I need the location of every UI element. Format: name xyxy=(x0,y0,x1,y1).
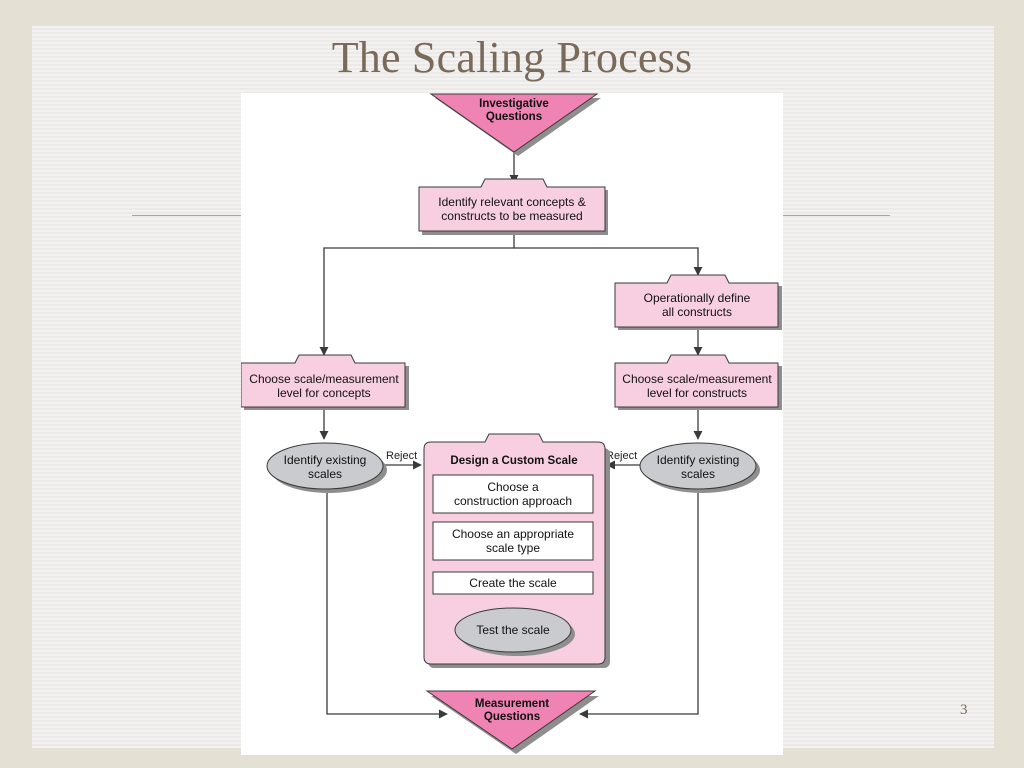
custom-scale-title: Design a Custom Scale xyxy=(450,455,577,467)
choose-scale-concepts-label-2: level for concepts xyxy=(277,386,370,400)
operationally-define-label-1: Operationally define xyxy=(644,291,751,305)
choose-scale-constructs-label-1: Choose scale/measurement xyxy=(622,372,772,386)
custom-step-3-label: Create the scale xyxy=(469,576,557,590)
arrow-to-operationally-define xyxy=(514,247,703,276)
custom-step-1-label-1: Choose a xyxy=(487,480,539,494)
slide-title: The Scaling Process xyxy=(331,33,693,82)
connectors xyxy=(319,153,703,719)
custom-step-scale-type: Choose an appropriate scale type xyxy=(432,521,594,561)
title-rule-right xyxy=(782,215,890,216)
custom-step-2-label-1: Choose an appropriate xyxy=(452,527,574,541)
page-number: 3 xyxy=(960,702,968,718)
start-label-2: Questions xyxy=(486,111,542,123)
identify-existing-left-label-2: scales xyxy=(308,467,342,481)
identify-existing-right-label-1: Identify existing xyxy=(657,453,740,467)
end-label-1: Measurement xyxy=(475,698,549,710)
flowchart: Investigative Questions Identify relevan… xyxy=(241,93,783,755)
arrow-to-choose-concepts xyxy=(319,231,515,356)
operationally-define-node: Operationally define all constructs xyxy=(614,274,782,330)
start-node: Investigative Questions xyxy=(429,93,601,156)
identify-existing-right-node: Identify existing scales xyxy=(639,442,760,493)
operationally-define-label-2: all constructs xyxy=(662,305,732,319)
reject-label-right: Reject xyxy=(606,450,637,462)
start-label-1: Investigative xyxy=(479,98,549,110)
arrow-right-to-end xyxy=(579,493,699,719)
reject-label-left: Reject xyxy=(386,450,417,462)
end-node: Measurement Questions xyxy=(425,690,599,754)
identify-concepts-label-2: constructs to be measured xyxy=(441,209,582,223)
test-scale-label: Test the scale xyxy=(476,623,550,637)
title-rule-left xyxy=(132,215,242,216)
end-label-2: Questions xyxy=(484,711,540,723)
custom-step-2-label-2: scale type xyxy=(486,541,540,555)
choose-scale-constructs-node: Choose scale/measurement level for const… xyxy=(614,354,782,410)
custom-step-construction-approach: Choose a construction approach xyxy=(432,474,594,514)
identify-concepts-label-1: Identify relevant concepts & xyxy=(438,195,585,209)
arrow-left-to-end xyxy=(326,493,448,719)
identify-concepts-node: Identify relevant concepts & constructs … xyxy=(418,178,608,235)
custom-step-create-scale: Create the scale xyxy=(432,571,594,595)
custom-step-1-label-2: construction approach xyxy=(454,494,572,508)
choose-scale-constructs-label-2: level for constructs xyxy=(647,386,747,400)
choose-scale-concepts-label-1: Choose scale/measurement xyxy=(249,372,399,386)
custom-step-test-scale: Test the scale xyxy=(454,607,575,656)
flowchart-svg: Investigative Questions Identify relevan… xyxy=(241,93,782,754)
choose-scale-concepts-node: Choose scale/measurement level for conce… xyxy=(241,354,409,410)
identify-existing-left-label-1: Identify existing xyxy=(284,453,367,467)
identify-existing-right-label-2: scales xyxy=(681,467,715,481)
identify-existing-left-node: Identify existing scales xyxy=(266,442,387,493)
custom-scale-container: Design a Custom Scale Choose a construct… xyxy=(423,433,610,668)
